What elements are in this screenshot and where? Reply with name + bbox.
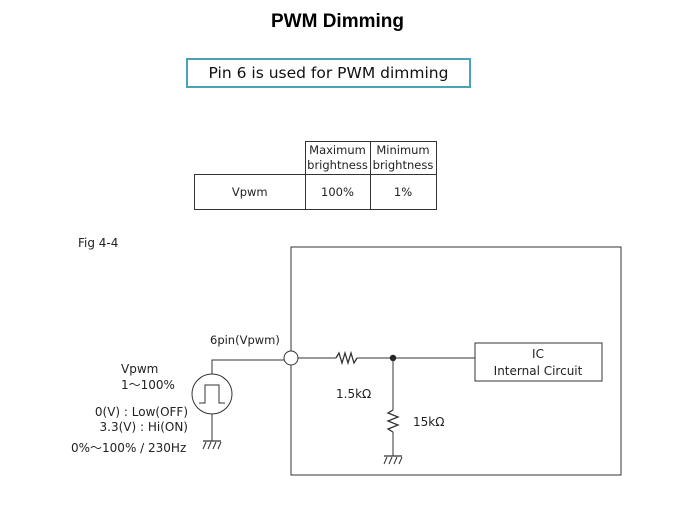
table-row: Vpwm 100% 1% bbox=[194, 173, 437, 210]
pwm-source-icon bbox=[191, 373, 233, 415]
header-minimum-brightness: Minimum brightness bbox=[369, 141, 437, 175]
header-maximum-brightness: Maximum brightness bbox=[304, 141, 371, 175]
header-min-line1: Minimum bbox=[376, 142, 430, 157]
series-resistor bbox=[335, 350, 358, 366]
shunt-resistor bbox=[386, 409, 400, 433]
square-wave-icon bbox=[199, 384, 225, 404]
pin-callout: Pin 6 is used for PWM dimming bbox=[186, 58, 471, 88]
ic-block bbox=[474, 342, 603, 382]
source-range-label: 1～100% bbox=[121, 378, 175, 392]
header-max-line2: brightness bbox=[307, 157, 368, 172]
series-resistor-label: 1.5kΩ bbox=[336, 387, 371, 401]
duty-frequency-label: 0%～100% / 230Hz bbox=[71, 441, 186, 455]
row-label-vpwm: Vpwm bbox=[194, 173, 306, 210]
source-name-label: Vpwm bbox=[121, 362, 158, 376]
high-level-label: 3.3(V) : Hi(ON) bbox=[100, 420, 188, 434]
slide-title: PWM Dimming bbox=[271, 11, 404, 32]
ic-internal-circuit-label: Internal Circuit bbox=[494, 364, 583, 378]
ic-label: IC bbox=[532, 347, 544, 361]
min-brightness-value: 1% bbox=[369, 173, 437, 210]
header-max-line1: Maximum bbox=[309, 142, 366, 157]
header-min-line2: brightness bbox=[372, 157, 434, 172]
ground-icon bbox=[383, 455, 403, 465]
low-level-label: 0(V) : Low(OFF) bbox=[95, 405, 188, 419]
pin-label: 6pin(Vpwm) bbox=[210, 333, 280, 347]
shunt-resistor-label: 15kΩ bbox=[413, 415, 444, 429]
figure-label: Fig 4-4 bbox=[78, 236, 118, 250]
source-to-pin-wire bbox=[211, 359, 284, 380]
source-ground-icon bbox=[202, 440, 222, 450]
brightness-table: Maximum brightness Minimum brightness Vp… bbox=[194, 141, 437, 210]
pin6-terminal bbox=[283, 350, 299, 366]
